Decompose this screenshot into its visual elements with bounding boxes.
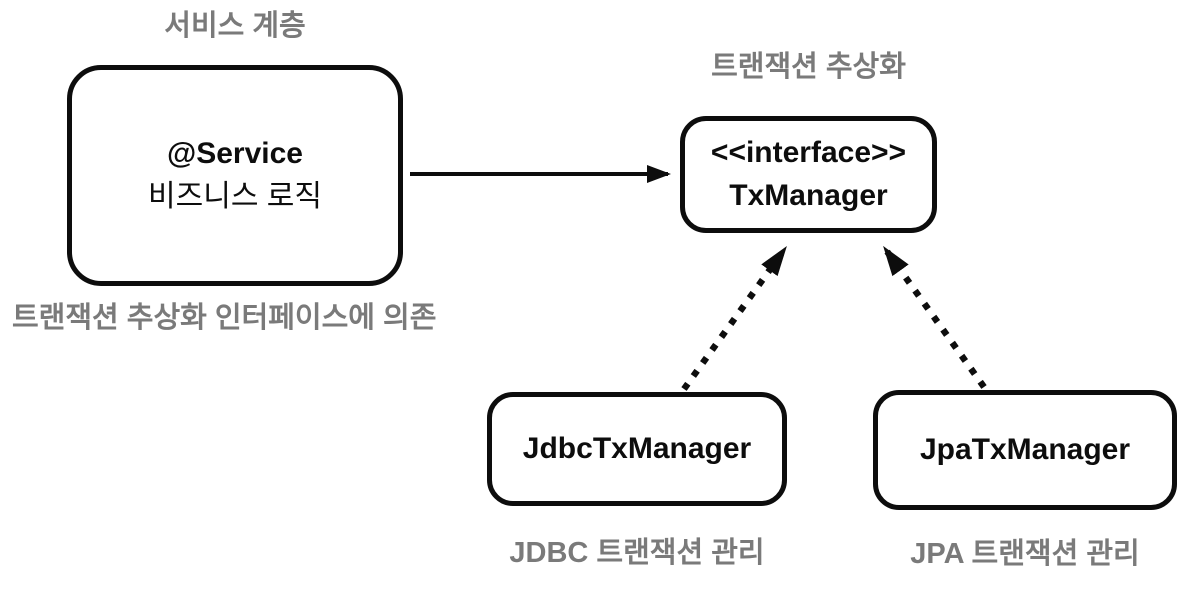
- jpa-note-label: JPA 트랜잭션 관리: [910, 538, 1140, 570]
- tx-manager-interface-box: <<interface>> TxManager: [680, 116, 937, 233]
- implements-arrow-jpa: [883, 245, 987, 389]
- business-logic-text: 비즈니스 로직: [148, 180, 322, 213]
- dependency-note-label: 트랜잭션 추상화 인터페이스에 의존: [12, 302, 437, 334]
- interface-stereotype-text: <<interface>>: [710, 136, 907, 169]
- tx-abstraction-label: 트랜잭션 추상화: [711, 51, 906, 83]
- jdbc-tx-manager-box: JdbcTxManager: [487, 392, 787, 506]
- service-layer-label: 서비스 계층: [164, 10, 306, 42]
- jdbc-tx-manager-text: JdbcTxManager: [522, 432, 752, 465]
- jpa-tx-manager-box: JpaTxManager: [873, 390, 1177, 510]
- service-annotation-text: @Service: [166, 137, 303, 170]
- jpa-tx-manager-text: JpaTxManager: [919, 433, 1131, 466]
- jdbc-note-label: JDBC 트랜잭션 관리: [509, 537, 765, 569]
- tx-manager-name-text: TxManager: [729, 179, 888, 212]
- implements-arrow-jdbc: [681, 245, 787, 391]
- service-box: @Service 비즈니스 로직: [67, 65, 403, 286]
